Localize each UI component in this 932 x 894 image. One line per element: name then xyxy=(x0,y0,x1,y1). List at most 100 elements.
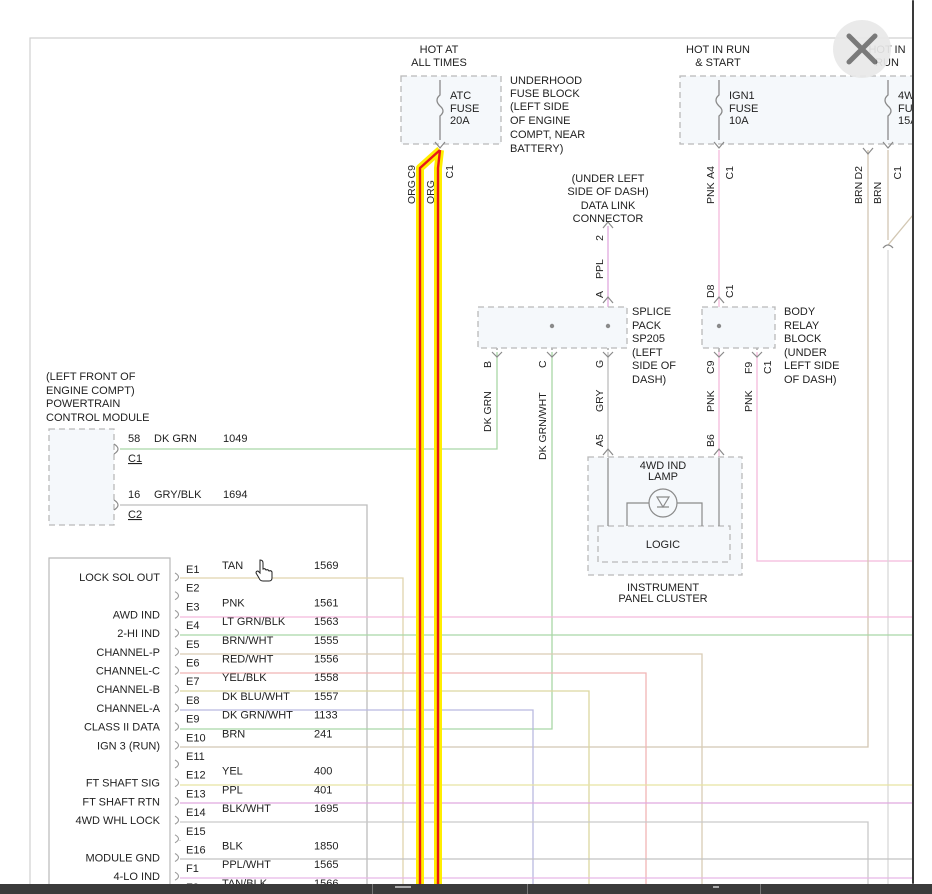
wire-ppl: PPL xyxy=(594,259,606,279)
hot-in-run-start-1: HOT IN RUN xyxy=(686,44,750,56)
tcm-func-label: MODULE GND xyxy=(85,853,160,865)
tcm-func-label: 4-LO IND xyxy=(114,871,161,883)
hot-at-all-times-1: HOT AT xyxy=(420,44,459,56)
brb-pin-c9: C9 xyxy=(705,360,717,374)
tcm-wire-color: PNK xyxy=(222,597,245,609)
lamp-label-0: 4WD IND xyxy=(640,460,687,472)
highlighted-org-circuit xyxy=(416,147,444,884)
tcm-func-label: AWD IND xyxy=(113,609,160,621)
splice-dots xyxy=(549,323,722,329)
close-x-icon xyxy=(846,33,878,65)
tcm-pin-label: E1 xyxy=(186,564,199,576)
brb-label-4: LEFT SIDE xyxy=(784,360,839,372)
tcm-pin-tick xyxy=(174,815,180,825)
tcm-pin-tick xyxy=(174,609,180,619)
tcm-pin-tick xyxy=(174,647,180,657)
tcm-pin-label: E4 xyxy=(186,620,199,632)
pcm-label-3: CONTROL MODULE xyxy=(46,412,150,424)
ipc-pin-a5: A5 xyxy=(594,434,606,447)
tcm-pin-label: E11 xyxy=(186,751,205,763)
pcm-conn-c2: C2 xyxy=(128,509,142,521)
tcm-pin-label: E7 xyxy=(186,676,199,688)
tcm-pin-label: E15 xyxy=(186,826,206,838)
tcm-circuit-number: 1695 xyxy=(314,803,338,815)
toolbar-mark xyxy=(713,886,719,888)
lamp-label-1: LAMP xyxy=(648,471,678,483)
atc-fuse-2: 20A xyxy=(450,115,470,127)
pcm-label-2: POWERTRAIN xyxy=(46,398,120,410)
ign-fuse-1: FUSE xyxy=(729,103,758,115)
ufb-label-3: OF ENGINE xyxy=(510,115,571,127)
logic-box xyxy=(597,525,731,563)
dlc-label-3: CONNECTOR xyxy=(573,213,644,225)
brb-label-1: RELAY xyxy=(784,320,820,332)
ipc-label-1: PANEL CLUSTER xyxy=(618,593,707,605)
pcm-pin-58: 58 xyxy=(128,433,140,445)
splice-pin-b: B xyxy=(482,361,494,368)
viewer-border xyxy=(912,0,914,884)
ufb-label-0: UNDERHOOD xyxy=(510,75,582,87)
pcm-color-58: DK GRN xyxy=(154,433,197,445)
tcm-wire-color: BLK/WHT xyxy=(222,803,271,815)
tcm-wire-color: YEL/BLK xyxy=(222,672,267,684)
brb-label-5: OF DASH) xyxy=(784,374,837,386)
splice-label-4: SIDE OF xyxy=(632,360,676,372)
tcm-wire-color: BRN xyxy=(222,728,245,740)
close-button[interactable] xyxy=(833,20,891,78)
4wd-fuse-0: 4W xyxy=(898,90,915,102)
diagram-frame xyxy=(29,37,913,884)
ipc-label-0: INSTRUMENT xyxy=(627,582,699,594)
tcm-pin-tick xyxy=(174,572,180,582)
tcm-circuit-number: 400 xyxy=(314,766,332,778)
tcm-func-label: CHANNEL-B xyxy=(96,684,160,696)
tcm-func-label: 2-HI IND xyxy=(117,628,160,640)
pcm-box xyxy=(48,428,115,526)
brb-label-3: (UNDER xyxy=(784,347,827,359)
dlc-label-2: DATA LINK xyxy=(581,200,636,212)
transfer-case-module-box xyxy=(48,557,171,884)
tcm-pin-label: E2 xyxy=(186,583,199,595)
underhood-fuse-block-box xyxy=(400,75,502,145)
fuse-symbols xyxy=(436,80,892,140)
atc-fuse-0: ATC xyxy=(450,90,471,102)
tcm-pin-tick xyxy=(174,722,180,732)
ign-fuse-block-box xyxy=(679,75,914,145)
wire-pnk-brb1: PNK xyxy=(705,390,717,412)
ign-pin-c1b: C1 xyxy=(892,166,904,180)
pcm-label-0: (LEFT FRONT OF xyxy=(46,371,136,383)
wire-org-1: ORG xyxy=(406,180,418,204)
pcm-pin-16: 16 xyxy=(128,489,140,501)
tcm-func-label: CHANNEL-C xyxy=(96,666,160,678)
tcm-circuit-number: 1561 xyxy=(314,597,338,609)
brb-pin-f9: F9 xyxy=(743,362,755,374)
wire-brn-2: BRN xyxy=(872,182,884,204)
tcm-pin-tick xyxy=(174,628,180,638)
tcm-pin-label: E12 xyxy=(186,770,206,782)
ufb-pin-c1: C1 xyxy=(444,165,456,179)
pcm-label-1: ENGINE COMPT) xyxy=(46,385,135,397)
wire-gry: GRY xyxy=(594,389,606,412)
wire-brn-1: BRN xyxy=(853,182,865,204)
splice-label-5: DASH) xyxy=(632,374,666,386)
tcm-func-label: FT SHAFT RTN xyxy=(82,796,160,808)
tcm-circuit-number: 1558 xyxy=(314,672,338,684)
tcm-pin-label: E9 xyxy=(186,714,199,726)
tcm-wire-color: PPL/WHT xyxy=(222,859,271,871)
tcm-wire-color: TAN xyxy=(222,560,243,572)
tcm-wire-color: DK BLU/WHT xyxy=(222,691,290,703)
ign-pin-d2: D2 xyxy=(853,166,865,180)
ufb-label-5: BATTERY) xyxy=(510,143,563,155)
tcm-wire-color: LT GRN/BLK xyxy=(222,616,286,628)
viewer-right-edge xyxy=(913,0,932,894)
splice-label-0: SPLICE xyxy=(632,306,671,318)
tcm-pin-label: E3 xyxy=(186,601,199,613)
wire-pnk-brb2: PNK xyxy=(743,390,755,412)
ign-fuse-0: IGN1 xyxy=(729,90,755,102)
hot-in-run-start-2: & START xyxy=(695,57,741,69)
tcm-pin-label: E16 xyxy=(186,845,206,857)
tcm-circuit-number: 241 xyxy=(314,728,332,740)
ign-pin-a4: A4 xyxy=(705,166,717,179)
tcm-pin-tick xyxy=(174,591,180,601)
